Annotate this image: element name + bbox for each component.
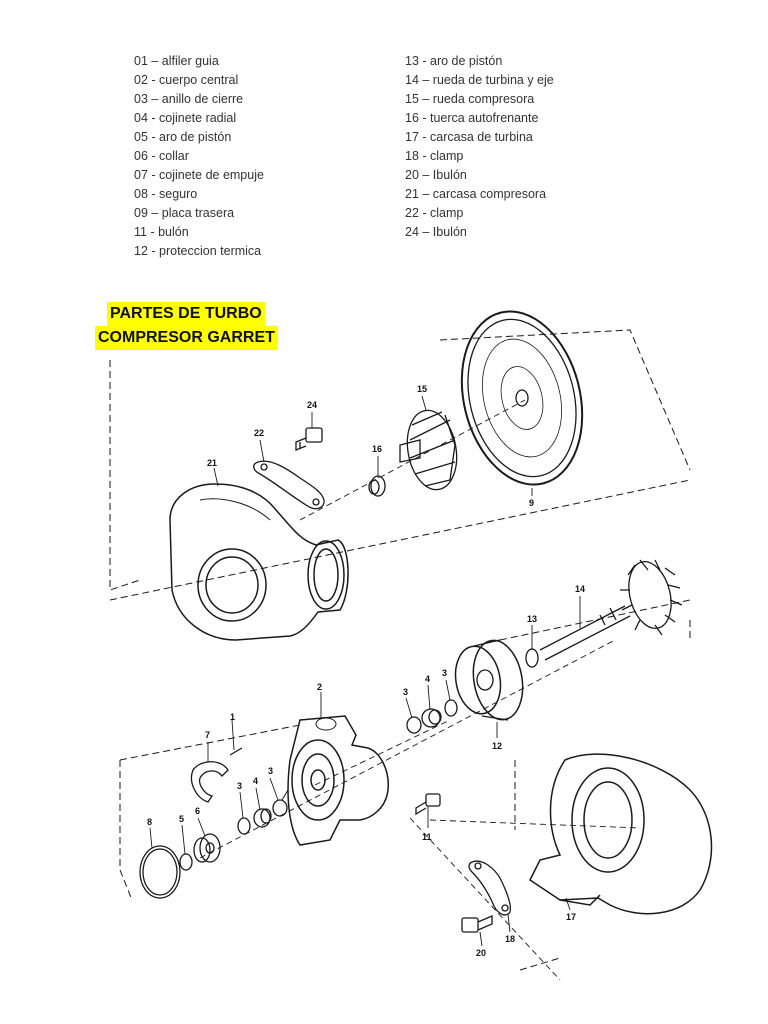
center-housing-2 xyxy=(281,715,389,846)
thrust-bearing-7 xyxy=(190,761,229,803)
label-16: 16 xyxy=(372,444,382,454)
label-8: 8 xyxy=(147,817,152,827)
legend-right-item: 14 – rueda de turbina y eje xyxy=(405,73,554,87)
leader-lines xyxy=(149,395,581,947)
turbine-housing-17 xyxy=(529,753,713,915)
label-21: 21 xyxy=(207,458,217,468)
legend-left: 01 – alfiler guia 02 - cuerpo central 03 –… xyxy=(134,52,264,261)
upper-dashed-frame xyxy=(109,329,691,601)
legend-left-item: 09 – placa trasera xyxy=(134,206,235,220)
legend-left-item: 02 - cuerpo central xyxy=(134,73,239,87)
legend-left-item: 11 - bulón xyxy=(134,225,189,239)
legend-right-item: 24 – Ibulón xyxy=(405,225,467,239)
title-line-2: COMPRESOR GARRET xyxy=(95,326,278,350)
title-line-1: PARTES DE TURBO xyxy=(107,302,265,326)
retaining-ring-8 xyxy=(139,845,181,899)
label-18: 18 xyxy=(505,934,515,944)
lower-dashed-frame xyxy=(119,599,691,971)
label-9: 9 xyxy=(529,498,534,508)
legend-right-item: 16 - tuerca autofrenante xyxy=(405,111,539,125)
label-5: 5 xyxy=(179,814,184,824)
label-15: 15 xyxy=(417,384,427,394)
label-24: 24 xyxy=(307,400,317,410)
bolt-24 xyxy=(295,427,323,451)
legend-left-item: 06 - collar xyxy=(134,149,189,163)
legend-left-item: 03 – anillo de cierre xyxy=(134,92,244,106)
legend-right-item: 13 - aro de pistón xyxy=(405,54,503,68)
collar-6 xyxy=(193,833,221,863)
label-4-upper: 4 xyxy=(425,674,430,684)
label-13: 13 xyxy=(527,614,537,624)
pin-1 xyxy=(229,747,243,756)
clamp-22 xyxy=(253,460,325,510)
label-11: 11 xyxy=(422,832,432,842)
legend-right-item: 22 - clamp xyxy=(405,206,464,220)
label-12: 12 xyxy=(492,741,502,751)
bolt-20 xyxy=(461,915,493,933)
axis-lines xyxy=(199,399,641,981)
legend-left-item: 05 - aro de pistón xyxy=(134,130,232,144)
label-3-lower-right: 3 xyxy=(268,766,273,776)
legend-left-item: 01 – alfiler guia xyxy=(134,54,219,68)
legend-right-item: 15 – rueda compresora xyxy=(405,92,535,106)
legend-right-item: 21 – carcasa compresora xyxy=(405,187,547,201)
label-4-lower: 4 xyxy=(253,776,258,786)
legend-right-item: 17 - carcasa de turbina xyxy=(405,130,533,144)
legend-left-item: 04 - cojinete radial xyxy=(134,111,237,125)
part-labels: 24 22 21 16 15 9 14 13 12 2 1 7 3 4 3 3 … xyxy=(147,384,585,958)
piston-ring-13 xyxy=(525,648,539,668)
back-plate-9 xyxy=(460,310,584,486)
compressor-wheel-15 xyxy=(399,409,458,491)
label-1: 1 xyxy=(230,712,235,722)
compressor-housing-21 xyxy=(169,483,349,641)
label-2: 2 xyxy=(317,682,322,692)
bolt-11 xyxy=(415,793,441,816)
legend-left-item: 07 - cojinete de empuje xyxy=(134,168,264,182)
legend-left-item: 08 - seguro xyxy=(134,187,198,201)
label-14: 14 xyxy=(575,584,585,594)
clamp-18 xyxy=(468,860,512,916)
label-20: 20 xyxy=(476,948,486,958)
legend-right: 13 - aro de pistón 14 – rueda de turbina … xyxy=(405,52,554,242)
legend-left-item: 12 - proteccion termica xyxy=(134,244,262,258)
label-17: 17 xyxy=(566,912,576,922)
label-3-upper-right: 3 xyxy=(442,668,447,678)
seal-rings-lower xyxy=(237,799,288,835)
diagram-title: PARTES DE TURBO COMPRESOR GARRET xyxy=(95,302,278,350)
turbine-wheel-shaft-14 xyxy=(539,559,683,661)
label-3-lower-left: 3 xyxy=(237,781,242,791)
seal-rings-upper xyxy=(406,699,458,734)
legend-right-item: 20 – Ibulón xyxy=(405,168,467,182)
label-22: 22 xyxy=(254,428,264,438)
heat-shield-12 xyxy=(454,639,524,721)
label-3-upper-left: 3 xyxy=(403,687,408,697)
piston-ring-5 xyxy=(179,853,193,871)
label-7: 7 xyxy=(205,730,210,740)
label-6: 6 xyxy=(195,806,200,816)
legend-right-item: 18 - clamp xyxy=(405,149,464,163)
lock-nut-16 xyxy=(368,475,386,497)
